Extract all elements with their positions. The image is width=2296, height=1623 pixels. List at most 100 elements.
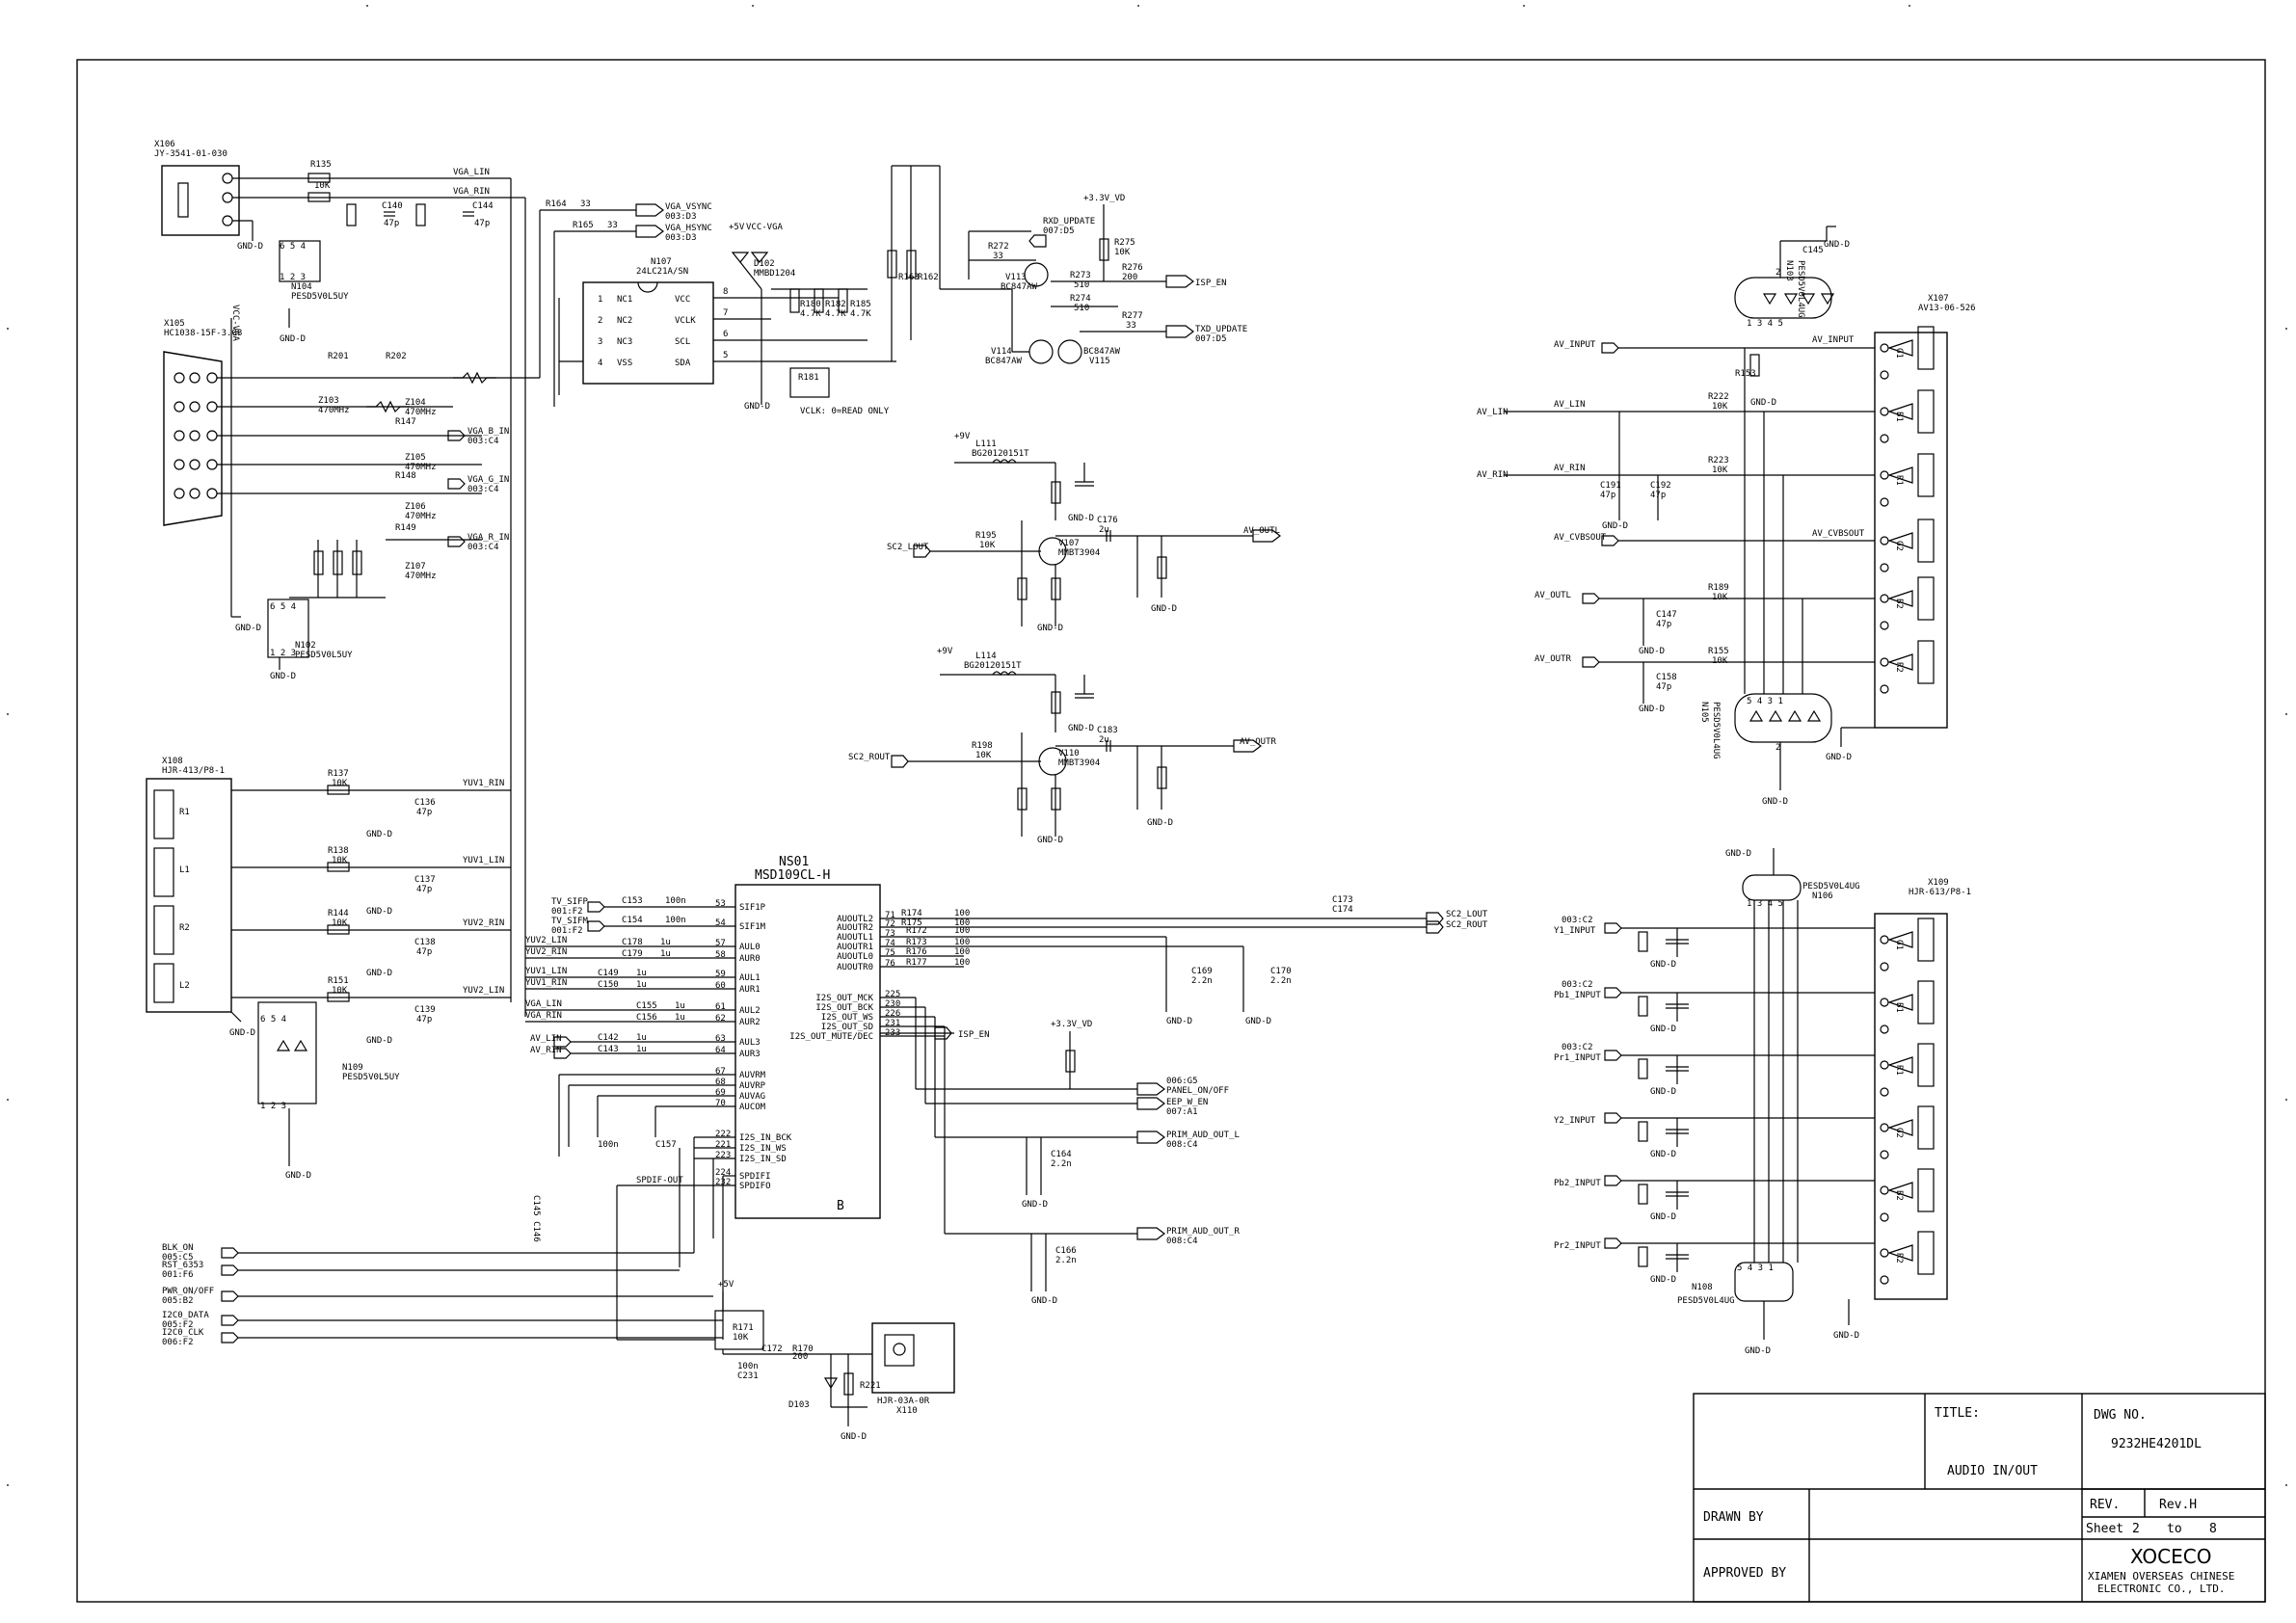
vcc-vga-label: VCC-VGA [230, 305, 240, 342]
x110-part: HJR-03A-0R [877, 1397, 930, 1406]
net-isp-en-ns01: ISP_EN [958, 1030, 990, 1040]
svg-text:5 4 3 1: 5 4 3 1 [1737, 1264, 1774, 1273]
net-ref: 005:F2 [162, 1320, 194, 1330]
svg-text:C138: C138 [414, 938, 436, 947]
ns01-pin-aur1: AUR1 [739, 985, 761, 995]
svg-text:6: 6 [723, 330, 728, 339]
dwg-number: 9232HE4201DL [2111, 1437, 2202, 1451]
drawing-title: AUDIO IN/OUT [1947, 1464, 2038, 1478]
svg-text:Z103: Z103 [318, 396, 339, 406]
approved-by-label: APPROVED BY [1703, 1566, 1786, 1581]
svg-text:GND-D: GND-D [1166, 1017, 1192, 1026]
n107-pin-sda: SDA [675, 359, 691, 368]
svg-text:5: 5 [723, 351, 728, 360]
net-vga-b-in-ref: 003:C4 [467, 437, 499, 446]
svg-text:470MHz: 470MHz [405, 463, 437, 472]
svg-text:C158: C158 [1656, 673, 1677, 682]
svg-text:R175: R175 [901, 918, 922, 928]
n107-pin-nc3: NC3 [617, 337, 632, 347]
x109-part: HJR-613/P8-1 [1909, 888, 1971, 897]
net-ref: 001:F6 [162, 1270, 194, 1280]
vclk-note: VCLK: 0=READ ONLY [800, 407, 890, 416]
ypbpr-section: 1 3 4 5 PESD5V0L4UG N106 GND-D X109 HJR-… [1554, 848, 1971, 1356]
svg-text:R165: R165 [573, 221, 594, 230]
ns01-pin-aur0: AUR0 [739, 954, 761, 964]
ns01-ref: NS01 [779, 855, 809, 869]
svg-text:C149: C149 [598, 969, 619, 978]
svg-text:+9V: +9V [937, 647, 953, 656]
title-block: TITLE: AUDIO IN/OUT DWG NO. 9232HE4201DL… [1693, 1393, 2266, 1603]
svg-text:1 2 3: 1 2 3 [260, 1102, 286, 1111]
svg-text:2.2n: 2.2n [1055, 1256, 1077, 1265]
svg-text:4.7K: 4.7K [850, 309, 871, 319]
ns01-pin-num: 224 [715, 1168, 731, 1178]
svg-text:1u: 1u [660, 949, 671, 959]
svg-text:R274: R274 [1070, 294, 1091, 304]
svg-text:R138: R138 [328, 846, 349, 856]
ns01-pin-num: 54 [715, 918, 726, 928]
ns01-pin-num: 67 [715, 1067, 726, 1077]
net-prim-aud-out-l: PRIM_AUD_OUT_L [1166, 1131, 1240, 1140]
svg-text:1u: 1u [660, 938, 671, 947]
net-av-rin-left: AV_RIN [1477, 470, 1508, 480]
ns01-pin-i2s-out-mute-dec: I2S_OUT_MUTE/DEC [789, 1032, 873, 1042]
svg-text:GND-D: GND-D [1602, 521, 1628, 531]
svg-text:47p: 47p [416, 947, 432, 957]
svg-text:BG20120151T: BG20120151T [964, 661, 1022, 671]
net-sc2-lout-out: SC2_LOUT [1446, 910, 1488, 919]
n105-ref: N105 [1699, 702, 1709, 723]
net-av-input: AV_INPUT [1554, 340, 1596, 350]
svg-text:VCC-VGA: VCC-VGA [746, 223, 784, 232]
svg-text:470MHz: 470MHz [405, 512, 437, 521]
svg-text:C156: C156 [636, 1013, 657, 1023]
svg-text:GND-D: GND-D [1068, 724, 1094, 733]
net-i2c0-data: I2C0_DATA [162, 1311, 209, 1320]
svg-text:GND-D: GND-D [1022, 1200, 1048, 1210]
svg-text:10K: 10K [1114, 248, 1131, 257]
svg-text:GND-D: GND-D [1639, 705, 1665, 714]
svg-text:GND-D: GND-D [366, 907, 392, 917]
av-outl-amp: +9V L111 BG20120151T GND-D SC2_LOUT R195… [887, 432, 1281, 633]
svg-text:1u: 1u [675, 1013, 685, 1023]
x107-part: AV13-06-526 [1918, 304, 1976, 313]
svg-text:R148: R148 [395, 471, 416, 481]
ns01-pin-num: 58 [715, 950, 726, 960]
net-yuv1-rin-in: YUV1_RIN [525, 978, 567, 988]
v107-ref: V107 [1058, 539, 1080, 548]
ns01-pin-num: 59 [715, 970, 726, 979]
net-pb1-input: Pb1_INPUT [1554, 991, 1601, 1000]
svg-text:R135: R135 [310, 160, 332, 170]
v114-ref: V114 [991, 347, 1012, 357]
svg-text:47p: 47p [416, 1015, 432, 1024]
svg-text:2: 2 [598, 316, 602, 326]
svg-text:47p: 47p [1656, 682, 1671, 692]
v107-part: MMBT3904 [1058, 548, 1100, 558]
svg-text:R172: R172 [906, 926, 927, 936]
svg-text:+5V: +5V [718, 1280, 734, 1290]
ns01-pin-i2s-in-bck: I2S_IN_BCK [739, 1133, 792, 1143]
ns01-pin-num: 221 [715, 1140, 731, 1150]
net-vga-hsync: VGA_HSYNC [665, 224, 712, 233]
x107-jack-label: R2 [1894, 662, 1904, 673]
n104-part: PESD5V0L5UY [291, 292, 349, 302]
ns01-pin-num: 74 [885, 939, 895, 948]
svg-text:1u: 1u [636, 1033, 647, 1043]
ns01-pin-num: 73 [885, 929, 895, 939]
svg-text:10K: 10K [332, 779, 348, 788]
n107-pin-vclk: VCLK [675, 316, 696, 326]
svg-text:GND-D: GND-D [1650, 1150, 1676, 1159]
n108-part: PESD5V0L4UG [1677, 1296, 1735, 1306]
net-006-g5: 006:G5 [1166, 1077, 1198, 1086]
svg-text:C166: C166 [1055, 1246, 1077, 1256]
net-isp-en-top: ISP_EN [1195, 279, 1227, 288]
sheet-total: 8 [2209, 1522, 2217, 1536]
net-vga-g-in: VGA_G_IN [467, 475, 509, 485]
ns01-pin-sif1m: SIF1M [739, 922, 766, 932]
svg-text:10K: 10K [975, 751, 992, 760]
ns01-pin-aul0: AUL0 [739, 943, 761, 952]
svg-text:6 5 4: 6 5 4 [260, 1015, 286, 1024]
ns01-pin-auvag: AUVAG [739, 1092, 765, 1102]
